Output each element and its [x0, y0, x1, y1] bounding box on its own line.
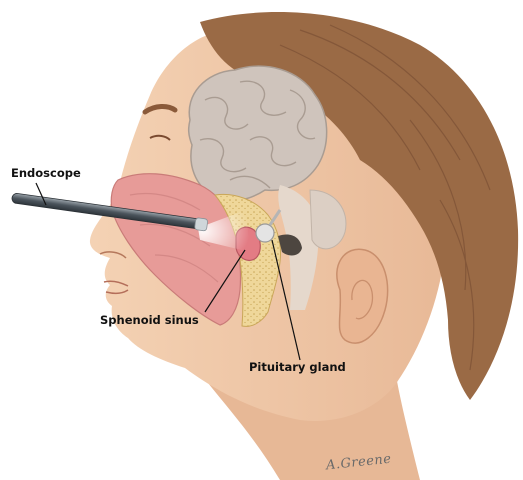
sphenoid-sinus-label: Sphenoid sinus	[100, 315, 199, 327]
pituitary-gland	[256, 224, 274, 242]
pituitary-gland-label: Pituitary gland	[249, 362, 346, 374]
endoscope-label: Endoscope	[11, 168, 81, 180]
